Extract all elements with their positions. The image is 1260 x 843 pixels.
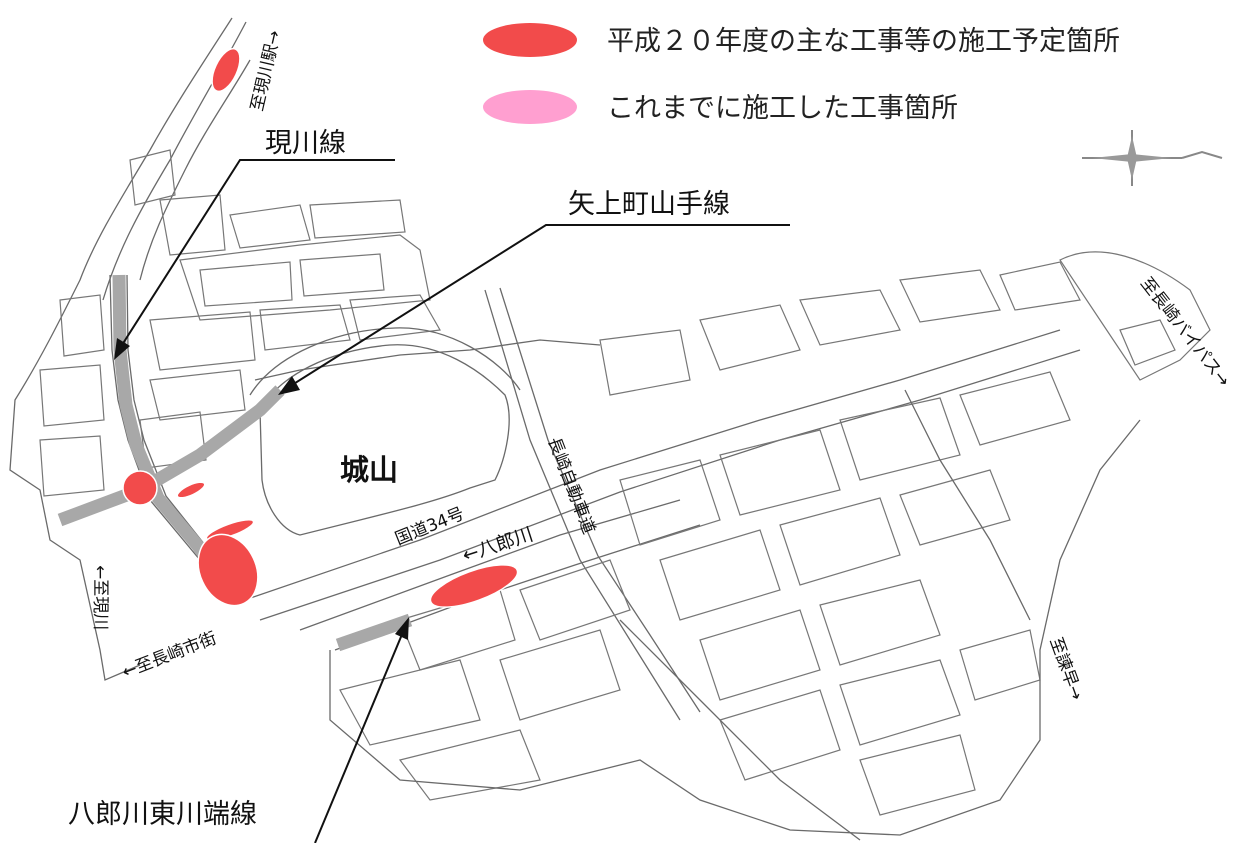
- compass-icon: [1082, 130, 1223, 186]
- map-labels: 城山 国道34号 長崎自動車道 ←八郎川: [340, 435, 599, 567]
- direction-to-genkawa: ←至現川: [90, 565, 110, 630]
- route34-label: 国道34号: [392, 504, 467, 550]
- callout-genkawa-line-leader: [121, 159, 395, 346]
- yagamimachi-yamate-line-improved-road: [57, 385, 285, 527]
- legend-label-completed: これまでに施工した工事箇所: [607, 93, 958, 124]
- callout-yagamimachi-yamate-line-arrowhead: [278, 376, 300, 395]
- direction-labels: 至現川駅→ 至長崎バイパス→ 至諫早→ ←至長崎市街 ←至現川: [90, 28, 1234, 703]
- planned-site-junction: [122, 470, 158, 506]
- direction-to-nagasaki-city: ←至長崎市街: [120, 628, 220, 682]
- street-network: [9, 17, 1223, 841]
- planned-site-genkawa-station: [211, 47, 241, 93]
- direction-to-nagasaki-bypass: 至長崎バイパス→: [1136, 274, 1234, 391]
- direction-to-genkawa-station: 至現川駅→: [247, 28, 285, 113]
- planned-work-sites: [122, 47, 519, 608]
- legend-swatch-planned: [483, 23, 577, 57]
- callout-yagamimachi-yamate-line-leader: [291, 224, 790, 386]
- legend-label-planned: 平成２０年度の主な工事等の施工予定箇所: [607, 26, 1120, 57]
- hachirokawa-higashi-kawabata-line-improved-road: [335, 613, 413, 652]
- callout-hachirokawa-higashi-kawabata-line-leader: [314, 631, 404, 843]
- callout-hachirokawa-higashi-kawabata-line: 八郎川東川端線: [68, 799, 257, 830]
- planned-site-large: [197, 533, 259, 607]
- hachirokawa-river-label: ←八郎川: [460, 523, 536, 566]
- expressway-label: 長崎自動車道: [543, 435, 598, 537]
- planned-site-hachirokawa: [429, 564, 519, 608]
- callout-genkawa-line-arrowhead: [114, 338, 130, 360]
- planned-site-small-a: [176, 481, 206, 499]
- callout-yagamimachi-yamate-line: 矢上町山手線: [568, 189, 730, 220]
- legend: 平成２０年度の主な工事等の施工予定箇所 これまでに施工した工事箇所: [483, 23, 1120, 124]
- legend-swatch-completed: [483, 90, 577, 124]
- callouts: 現川線 矢上町山手線 八郎川東川端線: [68, 128, 790, 843]
- direction-to-isahaya: 至諫早→: [1045, 635, 1086, 703]
- castle-mountain-label: 城山: [340, 453, 398, 487]
- callout-hachirokawa-higashi-kawabata-line-arrowhead: [395, 617, 409, 640]
- callout-genkawa-line: 現川線: [265, 128, 346, 159]
